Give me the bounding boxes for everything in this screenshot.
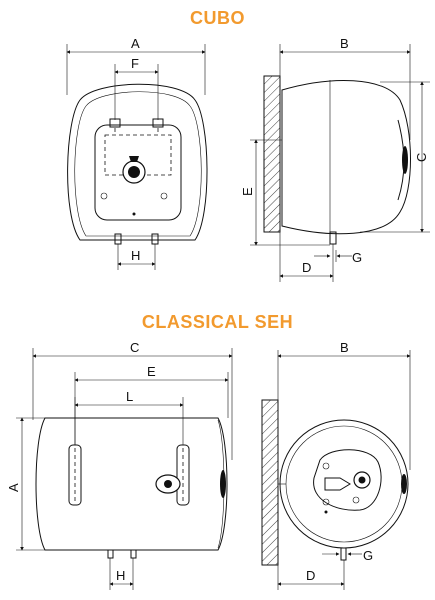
classical-dim-l-label: L	[126, 389, 133, 404]
cubo-dim-f-label: F	[131, 56, 139, 71]
cubo-dim-g-label: G	[352, 250, 362, 265]
classical-dim-a-label: A	[6, 483, 21, 492]
classical-side-view: B D G	[261, 340, 411, 590]
classical-seh-title: CLASSICAL SEH	[141, 312, 294, 332]
classical-dim-c-label: C	[130, 340, 139, 355]
classical-dim-g-label: G	[363, 548, 373, 563]
cubo-dim-d-label: D	[302, 260, 311, 275]
cubo-front-view: A F H	[66, 36, 208, 270]
cubo-dim-e-label: E	[240, 187, 255, 196]
cubo-dim-c-label: C	[414, 153, 429, 162]
classical-dim-d-label: D	[306, 568, 315, 583]
classical-dim-h-label: H	[116, 568, 125, 583]
classical-dim-b-label: B	[340, 340, 349, 355]
cubo-dim-b-label: B	[340, 36, 349, 51]
cubo-title: CUBO	[190, 8, 245, 28]
cubo-dim-h-label: H	[131, 248, 140, 263]
classical-front-view: C E L A H	[6, 340, 233, 590]
cubo-dim-a-label: A	[131, 36, 140, 51]
classical-dim-e-label: E	[147, 364, 156, 379]
cubo-side-view: B C E D G	[240, 36, 430, 282]
